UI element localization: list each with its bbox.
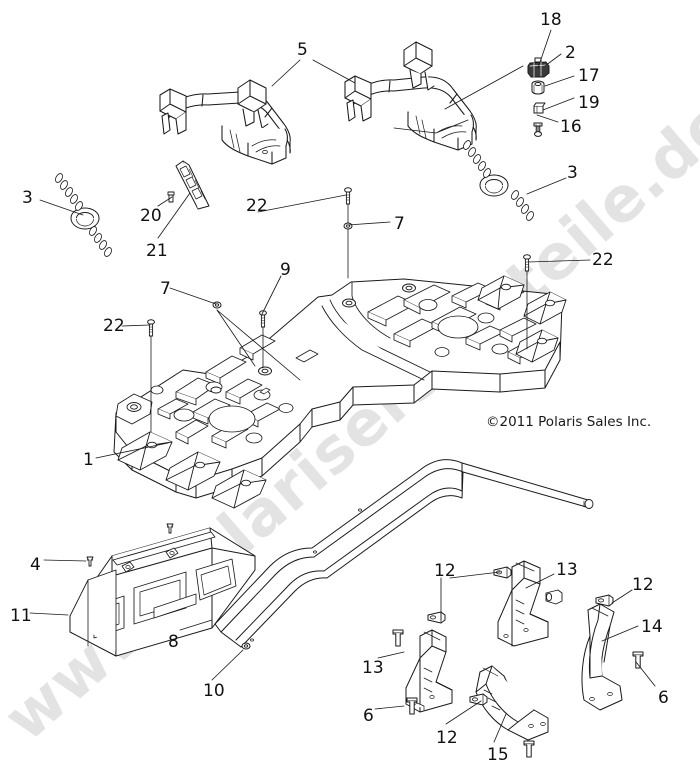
- leader-line: [527, 259, 591, 263]
- callout-14: 14: [641, 617, 663, 637]
- callout-3: 3: [567, 163, 578, 183]
- copyright-notice: ©2011 Polaris Sales Inc.: [486, 414, 652, 430]
- leader-line: [536, 114, 559, 123]
- leader-line: [261, 275, 282, 315]
- bolt-6-c: [523, 740, 535, 758]
- callout-6: 6: [363, 706, 374, 726]
- part-3-chain-right: [463, 140, 534, 221]
- bolt-22-a: [344, 187, 352, 279]
- leader-line: [312, 59, 356, 84]
- callout-10: 10: [203, 681, 225, 701]
- leader-line: [29, 612, 69, 616]
- leader-line: [542, 97, 575, 111]
- part-1-main-rack: [113, 275, 567, 509]
- leader-lines: [29, 29, 656, 743]
- part-20-fastener: [167, 191, 175, 203]
- nut-7-a: [343, 222, 353, 230]
- leader-line: [526, 177, 567, 195]
- callout-22: 22: [103, 316, 125, 336]
- part-15-support-arm-lower: [475, 665, 549, 741]
- leader-line: [374, 705, 405, 710]
- leader-line: [121, 324, 151, 327]
- bolt-22-b: [523, 254, 531, 350]
- callout-1: 1: [83, 450, 94, 470]
- leader-line: [95, 442, 169, 459]
- callout-2: 2: [565, 43, 576, 63]
- part-8-tube-rail: [214, 459, 594, 648]
- callout-21: 21: [146, 241, 168, 261]
- callout-9: 9: [280, 260, 291, 280]
- callout-7: 7: [394, 214, 405, 234]
- part-11-rear-panel: [69, 527, 256, 657]
- callout-20: 20: [140, 206, 162, 226]
- callout-6: 6: [658, 688, 669, 708]
- callout-12: 12: [632, 575, 654, 595]
- leader-line: [493, 713, 507, 743]
- part-21-rail-strip: [175, 160, 210, 210]
- leader-line: [157, 192, 191, 239]
- leader-line: [257, 194, 347, 213]
- part-5-bumper-left: [159, 79, 291, 165]
- callout-22: 22: [592, 250, 614, 270]
- leader-line: [449, 571, 501, 579]
- part-14-support-arm: [581, 603, 623, 711]
- callout-11: 11: [10, 606, 32, 626]
- leader-line: [39, 199, 84, 216]
- leader-line: [635, 661, 656, 687]
- rivet-4-a: [86, 556, 94, 567]
- callout-18: 18: [540, 10, 562, 30]
- leader-line: [347, 221, 391, 226]
- bolt-22-c: [147, 319, 155, 433]
- fasteners: [86, 187, 644, 758]
- callout-16: 16: [560, 117, 582, 137]
- leader-line: [169, 287, 217, 305]
- leader-line: [377, 651, 405, 659]
- part-5-bumper-right: [344, 41, 477, 151]
- nut-7-b: [212, 301, 301, 381]
- callout-7: 7: [160, 279, 171, 299]
- callout-22: 22: [246, 196, 268, 216]
- bolt-6-b: [632, 651, 644, 669]
- callout-12: 12: [434, 561, 456, 581]
- callout-17: 17: [578, 66, 600, 86]
- leader-line: [211, 649, 244, 681]
- callout-13: 13: [362, 658, 384, 678]
- leader-line: [157, 196, 173, 207]
- callout-3: 3: [22, 188, 33, 208]
- leader-line: [544, 75, 575, 87]
- leader-line: [611, 589, 633, 604]
- callout-19: 19: [578, 93, 600, 113]
- leader-line: [179, 619, 213, 631]
- part-13-bracket-b: [497, 560, 549, 647]
- leader-line: [445, 700, 482, 725]
- leader-line: [544, 53, 562, 67]
- bolt-6-d: [392, 629, 404, 647]
- hardware-stack: [527, 57, 550, 137]
- callout-15: 15: [487, 745, 509, 765]
- leader-line: [271, 59, 301, 87]
- nut-10: [241, 642, 251, 650]
- callout-5: 5: [297, 40, 308, 60]
- screw-9: [259, 310, 267, 369]
- leader-line: [537, 29, 552, 69]
- callout-8: 8: [168, 632, 179, 652]
- leader-line: [43, 559, 87, 562]
- rivet-4-b: [166, 523, 174, 534]
- leader-line: [601, 625, 639, 642]
- part-bushing-mid: [545, 589, 563, 605]
- callout-13: 13: [556, 560, 578, 580]
- callout-4: 4: [30, 555, 41, 575]
- leader-line: [525, 573, 555, 589]
- part-3-chain-left: [55, 173, 112, 257]
- callout-12: 12: [436, 728, 458, 748]
